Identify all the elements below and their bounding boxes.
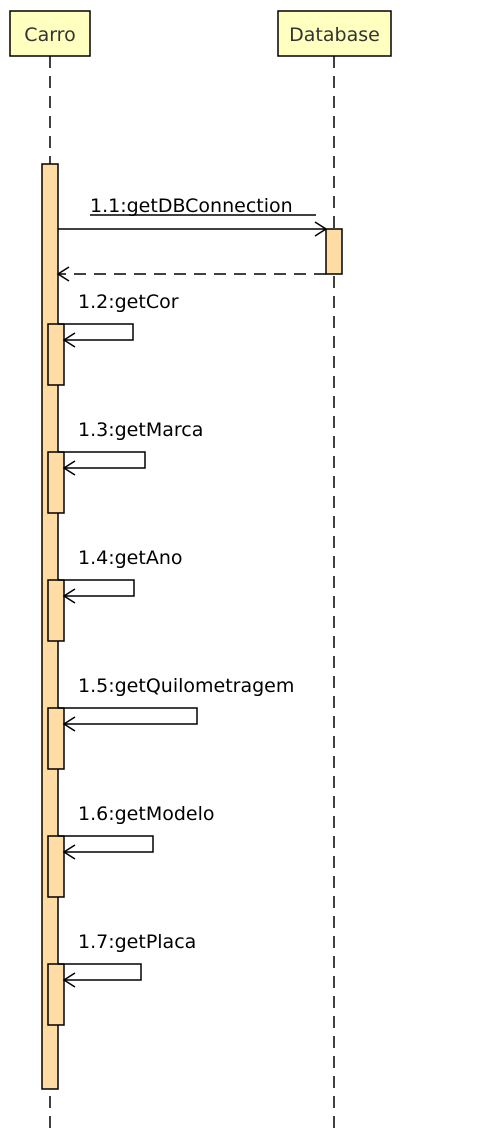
lifeline-label-database: Database: [289, 24, 380, 46]
self-message-arrow: [58, 579, 135, 597]
message-1-2[interactable]: 1.2:getCor: [47, 291, 179, 386]
message-label-1-2: 1.2:getCor: [78, 291, 179, 313]
activation-bar-self: [47, 963, 65, 1026]
message-1-6[interactable]: 1.6:getModelo: [47, 803, 215, 898]
self-message-arrow: [58, 707, 198, 725]
message-1-5[interactable]: 1.5:getQuilometragem: [47, 675, 294, 770]
self-message-arrow: [58, 835, 154, 853]
message-1-4[interactable]: 1.4:getAno: [47, 547, 182, 642]
self-message-arrow: [58, 451, 146, 469]
arrowhead-icon: [62, 588, 76, 604]
activation-bar-self: [47, 323, 65, 386]
message-label-1-5: 1.5:getQuilometragem: [78, 675, 294, 697]
activation-bar-database: [325, 228, 343, 275]
arrowhead-icon: [62, 844, 76, 860]
arrowhead-icon: [56, 266, 70, 282]
message-1-1[interactable]: 1.1:getDBConnection: [58, 195, 328, 237]
lifeline-box-database: [277, 10, 392, 57]
arrowhead-icon: [314, 221, 328, 237]
arrowhead-icon: [62, 460, 76, 476]
message-label-1-4: 1.4:getAno: [78, 547, 182, 569]
lifeline-header-carro[interactable]: Carro: [9, 10, 91, 57]
message-label-1-1: 1.1:getDBConnection: [90, 195, 293, 217]
arrowhead-icon: [62, 716, 76, 732]
message-1-7[interactable]: 1.7:getPlaca: [47, 931, 196, 1026]
self-message-arrow: [58, 963, 142, 981]
return-message-1-1[interactable]: [56, 266, 326, 282]
activation-bar-self: [47, 451, 65, 514]
activation-bar-self: [47, 835, 65, 898]
message-label-1-6: 1.6:getModelo: [78, 803, 215, 825]
message-label-1-3: 1.3:getMarca: [78, 419, 203, 441]
arrowhead-icon: [62, 972, 76, 988]
lifeline-label-carro: Carro: [24, 24, 75, 46]
self-message-arrow: [58, 323, 134, 341]
activation-bar-self: [47, 707, 65, 770]
lifeline-header-database[interactable]: Database: [277, 10, 392, 57]
message-1-3[interactable]: 1.3:getMarca: [47, 419, 203, 514]
activation-bar-self: [47, 579, 65, 642]
arrowhead-icon: [62, 332, 76, 348]
lifeline-box-carro: [9, 10, 91, 57]
message-label-1-7: 1.7:getPlaca: [78, 931, 196, 953]
